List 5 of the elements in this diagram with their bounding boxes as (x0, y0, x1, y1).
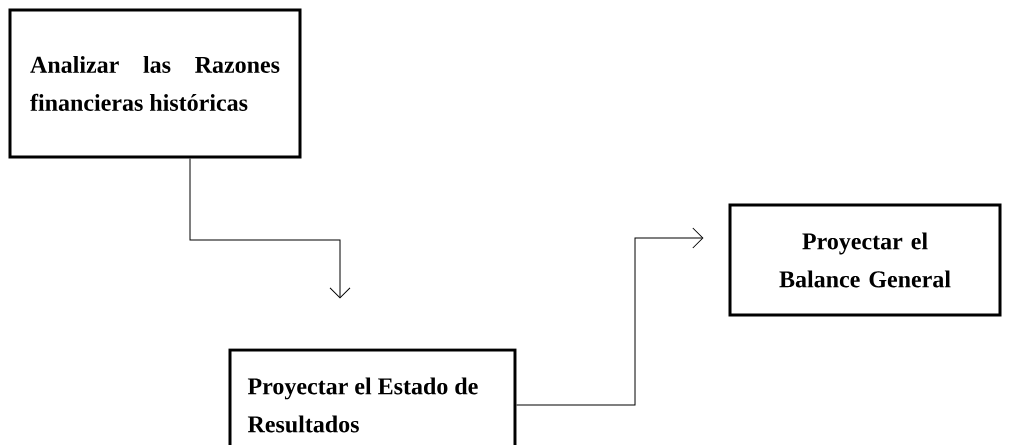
process-box: Proyectar el Estado de Resultados (228, 348, 517, 445)
process-box: Analizar las Razones financieras históricas (8, 8, 302, 159)
arrow (189, 158, 351, 299)
process-box: Proyectar el Balance General (728, 203, 1002, 317)
arrow (516, 227, 704, 406)
